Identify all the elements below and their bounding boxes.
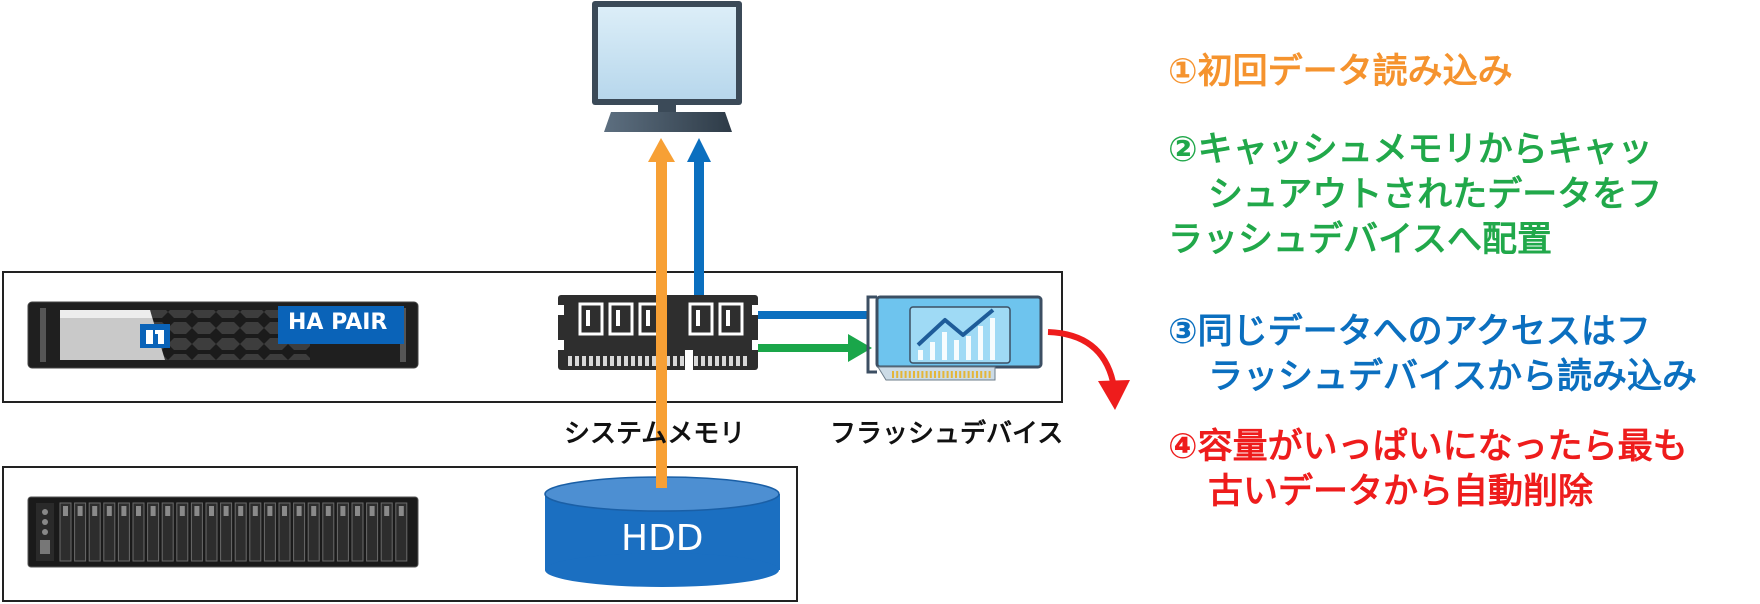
disk-shelf-icon bbox=[27, 496, 419, 568]
step-3-text: ③同じデータへのアクセスはフラッシュデバイスから読み込み bbox=[1168, 310, 1697, 400]
step-1-text: ①初回データ読み込み bbox=[1168, 50, 1513, 95]
step-3-line: ラッシュデバイスから読み込み bbox=[1208, 357, 1697, 397]
flash-device-icon bbox=[866, 295, 1043, 381]
step-4-line: 古いデータから自動削除 bbox=[1208, 472, 1594, 512]
green-destage-arrow bbox=[758, 334, 872, 362]
storage-enclosure-box bbox=[2, 466, 798, 602]
desktop-computer-icon bbox=[592, 1, 742, 132]
red-eviction-arrow bbox=[1047, 329, 1130, 410]
flash-device-label: フラッシュデバイス bbox=[830, 419, 1064, 449]
hdd-label: HDD bbox=[621, 518, 704, 559]
step-2-line: ラッシュデバイスへ配置 bbox=[1168, 220, 1552, 260]
orange-read-arrow bbox=[648, 138, 675, 488]
step-2-line: ②キャッシュメモリからキャッ bbox=[1168, 130, 1653, 170]
step-3-line: ③同じデータへのアクセスはフ bbox=[1168, 312, 1651, 352]
step-1-line: ①初回データ読み込み bbox=[1168, 52, 1513, 92]
system-memory-icon bbox=[558, 295, 758, 370]
controller-enclosure-box bbox=[2, 271, 1063, 403]
step-2-line: シュアウトされたデータをフ bbox=[1208, 175, 1663, 215]
step-4-line: ④容量がいっぱいになったら最も bbox=[1168, 427, 1688, 467]
ha-pair-badge: HA PAIR bbox=[288, 310, 388, 335]
step-4-text: ④容量がいっぱいになったら最も古いデータから自動削除 bbox=[1168, 425, 1688, 515]
blue-read-arrow bbox=[687, 138, 868, 319]
hdd-cylinder-icon bbox=[544, 476, 780, 587]
ha-pair-server-icon bbox=[27, 301, 419, 369]
step-2-text: ②キャッシュメモリからキャッシュアウトされたデータをフラッシュデバイスへ配置 bbox=[1168, 128, 1662, 263]
system-memory-label: システムメモリ bbox=[564, 419, 746, 449]
